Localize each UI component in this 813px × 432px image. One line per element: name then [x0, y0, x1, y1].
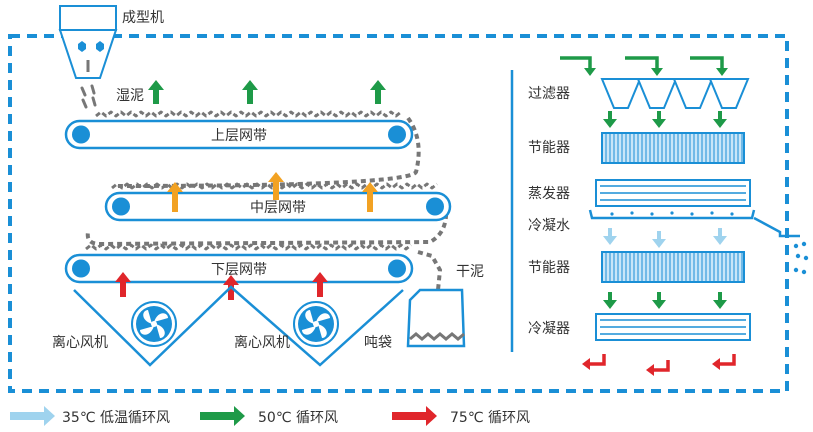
condenser [595, 313, 751, 341]
filter-unit [600, 78, 750, 109]
forming-machine [58, 5, 118, 79]
green-inlet-arrow [625, 56, 659, 70]
economizer-top-label: 节能器 [528, 140, 570, 156]
condensate-tray [588, 209, 809, 275]
legend-item-75c: 75℃ 循环风 [392, 406, 530, 426]
upper-belt-label: 上层网带 [211, 128, 267, 144]
condenser-label: 冷凝器 [528, 321, 570, 337]
evaporator-label: 蒸发器 [528, 186, 570, 202]
red-outlet-arrows [588, 354, 736, 372]
red-arrow-icon [392, 406, 437, 426]
green-airflow-arrows [148, 80, 386, 104]
orange-up-arrow [268, 172, 284, 200]
falling-wet-sludge [80, 84, 97, 109]
legend-label: 75℃ 循环风 [450, 410, 530, 426]
condensate-drops [610, 211, 809, 275]
evaporator [595, 179, 751, 207]
orange-up-arrow [167, 182, 183, 212]
red-up-arrow [312, 272, 328, 297]
upper-to-middle-sludge-fall [117, 116, 421, 188]
dry-sludge-label: 干泥 [456, 264, 484, 280]
green-up-arrow [242, 80, 258, 104]
centrifugal-fan-icon [293, 301, 339, 347]
wet-sludge-label: 湿泥 [116, 88, 144, 104]
forming-machine-label: 成型机 [122, 10, 164, 26]
inlet-airflow-arrows [560, 56, 724, 70]
middle-belt [104, 191, 452, 222]
condensate-label: 冷凝水 [528, 218, 570, 234]
ton-bag [406, 288, 466, 348]
filter-funnel [708, 78, 750, 109]
legend-label: 35℃ 低温循环风 [62, 410, 170, 426]
lower-belt-label: 下层网带 [211, 262, 267, 278]
light-blue-down-arrows [603, 228, 727, 248]
green-up-arrow [370, 80, 386, 104]
lower-sludge-layer [85, 243, 412, 251]
green-down-arrows-lower [603, 292, 727, 309]
centrifugal-fan-icon [131, 301, 177, 347]
light-blue-arrow-icon [10, 406, 55, 426]
economizer-bottom-label: 节能器 [528, 260, 570, 276]
green-inlet-arrow [560, 56, 592, 70]
filter-label: 过滤器 [528, 86, 570, 102]
legend-item-50c: 50℃ 循环风 [200, 406, 338, 426]
orange-airflow-arrows [167, 172, 378, 212]
green-up-arrow [148, 80, 164, 104]
legend-label: 50℃ 循环风 [258, 410, 338, 426]
upper-belt [64, 119, 414, 150]
filter-funnel [636, 78, 678, 109]
green-inlet-arrow [690, 56, 724, 70]
dryer-enclosure [8, 34, 789, 393]
orange-up-arrow [362, 182, 378, 212]
ton-bag-label: 吨袋 [364, 335, 392, 351]
green-down-arrows [603, 111, 727, 128]
economizer-top [601, 132, 745, 164]
fan-right-label: 离心风机 [234, 334, 290, 351]
legend: 35℃ 低温循环风 50℃ 循环风 75℃ 循环风 [10, 406, 530, 426]
middle-belt-label: 中层网带 [250, 200, 306, 216]
fan-left-label: 离心风机 [52, 334, 108, 351]
lower-belt [64, 253, 414, 284]
economizer-bottom [601, 251, 745, 283]
filter-funnel [672, 78, 714, 109]
legend-item-35c: 35℃ 低温循环风 [10, 406, 170, 426]
upper-sludge-layer [95, 110, 402, 118]
green-arrow-icon [200, 406, 245, 426]
filter-funnel [600, 78, 642, 109]
red-up-arrow [115, 272, 131, 297]
fan-air-duct [73, 285, 404, 367]
forming-gear-icon [78, 41, 86, 52]
dry-sludge-fall [417, 250, 443, 291]
forming-gear-icon [96, 41, 104, 52]
